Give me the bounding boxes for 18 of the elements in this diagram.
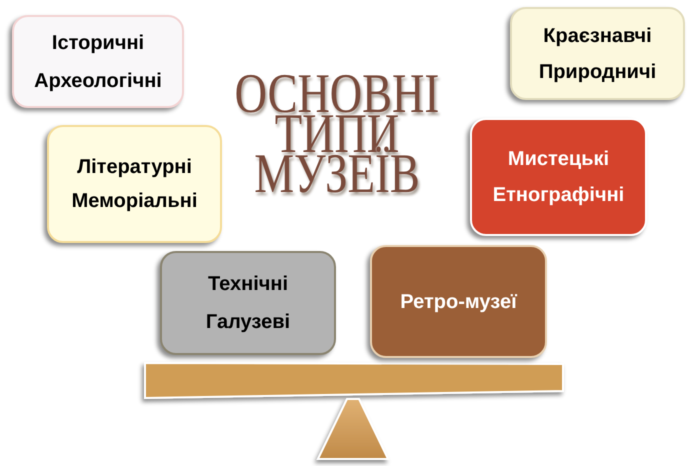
museum-type-label: Меморіальні bbox=[72, 190, 198, 212]
title: ОСНОВНІ ТИПИ МУЗЕЇВ bbox=[234, 74, 440, 194]
category-box bbox=[370, 245, 547, 358]
museum-type-label: Технічні bbox=[208, 273, 288, 295]
category-box bbox=[47, 125, 222, 243]
museum-type-label: Краєзнавчі bbox=[543, 24, 652, 46]
museum-type-label: Історичні bbox=[52, 32, 144, 54]
museum-type-label: Археологічні bbox=[34, 70, 162, 92]
museum-type-label: Літературні bbox=[77, 156, 192, 178]
category-box bbox=[12, 15, 184, 108]
museum-type-label: Етнографічні bbox=[492, 184, 624, 206]
museum-type-label: Мистецькі bbox=[508, 148, 610, 170]
museum-type-label: Природничі bbox=[538, 60, 656, 82]
category-box bbox=[510, 7, 685, 100]
category-box bbox=[160, 251, 336, 355]
category-box bbox=[470, 118, 647, 236]
museum-type-label: Ретро-музеї bbox=[400, 290, 517, 312]
museum-type-label: Галузеві bbox=[206, 311, 290, 333]
